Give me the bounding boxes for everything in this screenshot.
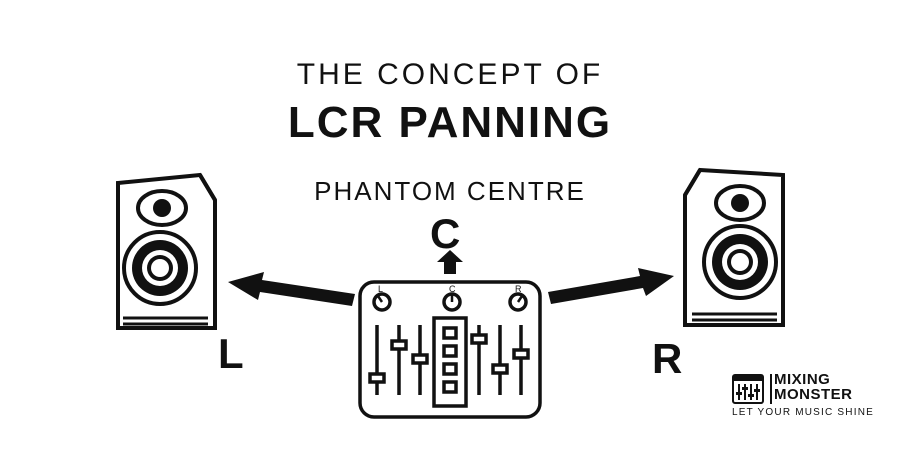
mixer-knob-label-left: L (378, 284, 383, 294)
arrow-left (228, 272, 355, 306)
mixer-logo-icon (732, 374, 764, 404)
label-center: C (430, 210, 461, 257)
mixer (358, 280, 542, 419)
title-line-1: THE CONCEPT OF (296, 58, 604, 91)
logo-name: MIXING MONSTER (774, 372, 853, 402)
mixer-knob-label-right: R (515, 284, 522, 294)
right-speaker (683, 167, 785, 327)
logo-line-1: MIXING (774, 371, 831, 388)
logo-divider (770, 374, 772, 404)
arrow-up (437, 250, 463, 274)
brand-logo: MIXING MONSTER LET YOUR MUSIC SHINE (732, 372, 882, 420)
label-left: L (218, 330, 244, 377)
title-main: LCR PANNING (287, 98, 613, 147)
logo-tagline: LET YOUR MUSIC SHINE (732, 407, 874, 418)
subtitle-phantom-centre: PHANTOM CENTRE (314, 176, 586, 206)
logo-line-2: MONSTER (774, 386, 853, 403)
left-speaker (116, 172, 217, 330)
mixer-knob-label-center: C (449, 284, 456, 294)
arrow-right (548, 268, 674, 304)
label-right: R (652, 335, 683, 382)
